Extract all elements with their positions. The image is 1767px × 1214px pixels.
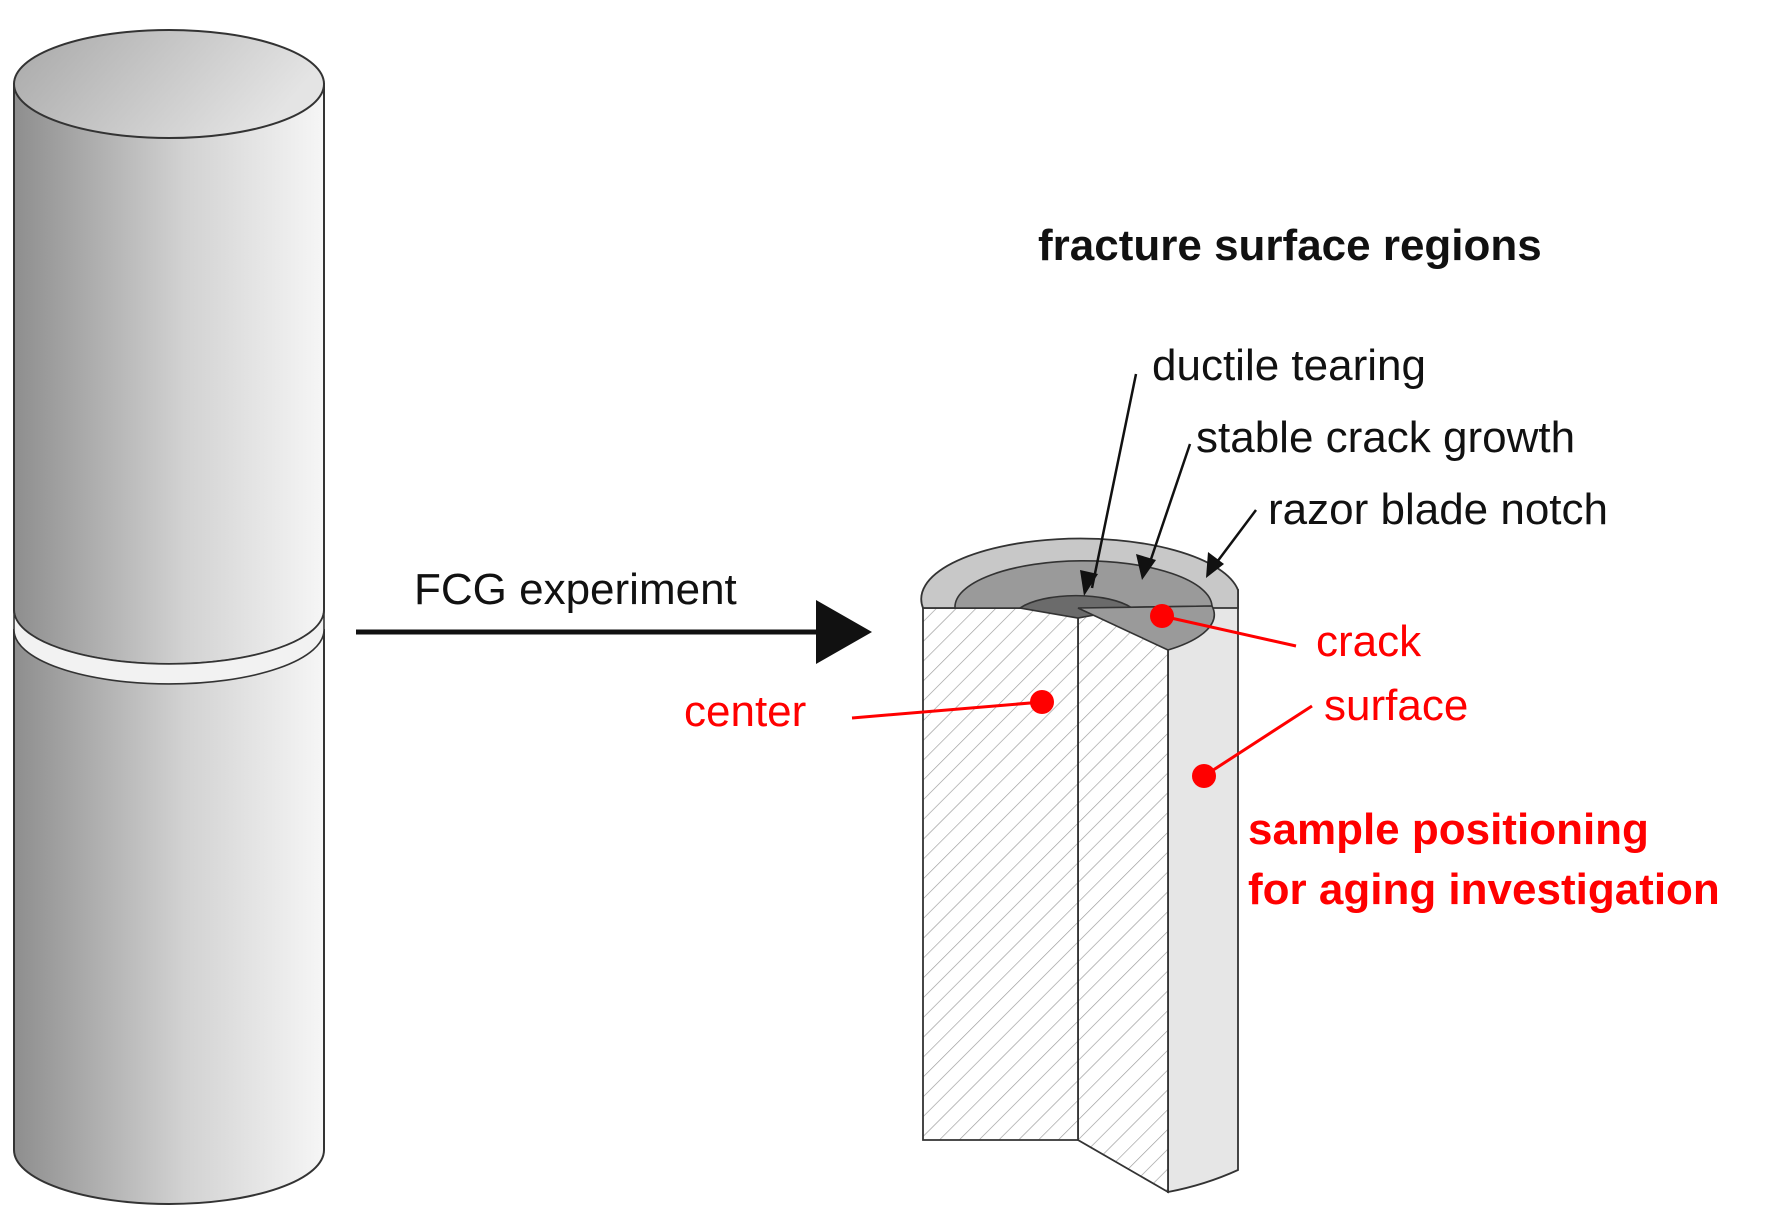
surface-marker (1192, 704, 1313, 788)
cylinder-top-face (13, 29, 325, 139)
outer-surface-wall (1167, 589, 1239, 1194)
sample-positioning-line2: for aging investigation (1248, 865, 1720, 914)
cylinder-upper-body (13, 83, 325, 665)
cylinder-specimen (13, 29, 325, 1205)
fcg-experiment-label: FCG experiment (414, 565, 737, 614)
sample-positioning-line1: sample positioning (1248, 805, 1649, 854)
cylinder-lower-body (13, 629, 325, 1205)
cut-face-left (922, 607, 1079, 1141)
surface-label: surface (1324, 681, 1468, 730)
razor-blade-notch-pointer (1206, 509, 1257, 578)
crack-marker (1150, 604, 1297, 648)
center-marker (851, 690, 1054, 720)
cylinder-notch-band (13, 609, 325, 685)
stable-crack-growth-pointer (1136, 443, 1192, 580)
ring-top-right-wedge (1077, 605, 1216, 651)
cut-face-right (1077, 588, 1169, 1194)
fracture-surface-regions-title: fracture surface regions (1038, 221, 1542, 270)
sectioned-specimen (920, 537, 1239, 1194)
razor-blade-notch-label: razor blade notch (1268, 485, 1608, 534)
ductile-tearing-label: ductile tearing (1152, 341, 1426, 390)
crack-label: crack (1316, 617, 1422, 666)
center-label: center (684, 687, 806, 736)
stable-crack-growth-label: stable crack growth (1196, 413, 1575, 462)
fcg-arrow (356, 600, 872, 664)
ductile-tearing-pointer (1080, 373, 1138, 596)
